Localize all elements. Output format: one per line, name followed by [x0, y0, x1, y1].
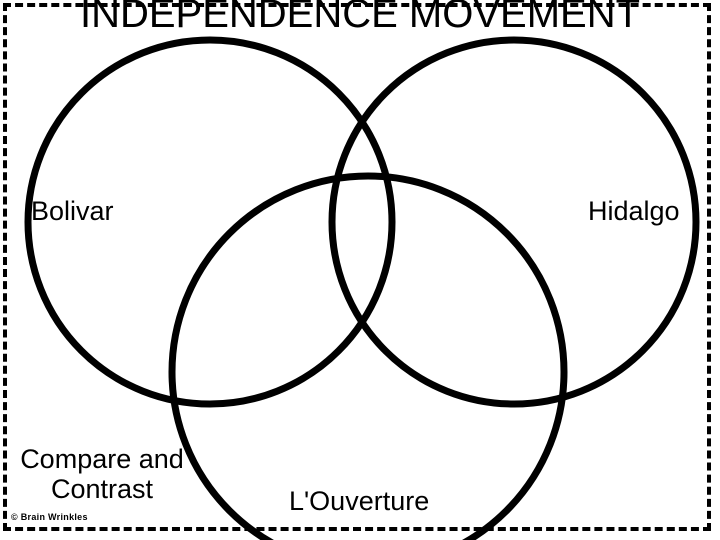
page-title: INDEPENDENCE MOVEMENT	[79, 0, 641, 36]
venn-label-left[interactable]: Bolivar	[31, 196, 114, 226]
instruction-text[interactable]: Compare and Contrast	[6, 444, 198, 504]
venn-circle-left[interactable]	[24, 36, 396, 408]
venn-label-bottom[interactable]: L'Ouverture	[289, 486, 430, 516]
venn-label-right[interactable]: Hidalgo	[588, 196, 680, 226]
instruction-line-1: Compare and	[20, 444, 184, 474]
venn-circle-bottom[interactable]	[168, 172, 568, 540]
venn-circle-right[interactable]	[328, 36, 700, 408]
instruction-line-2: Contrast	[50, 474, 154, 504]
copyright-credit: © Brain Wrinkles	[11, 512, 88, 522]
